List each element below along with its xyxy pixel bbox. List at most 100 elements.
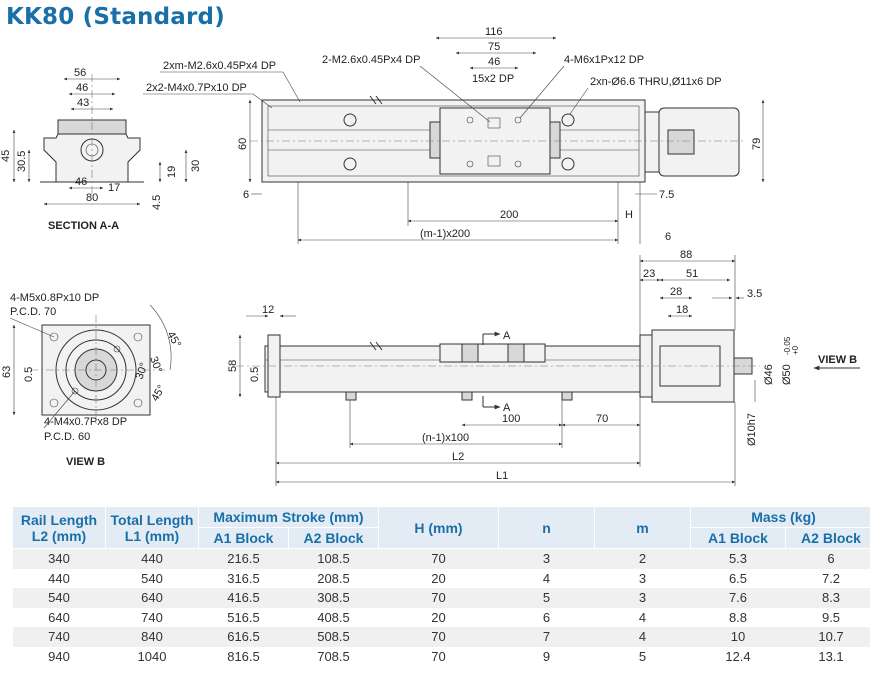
header-max-stroke: Maximum Stroke (mm) (198, 506, 379, 528)
header-h: H (mm) (378, 506, 499, 549)
dim-6a: 6 (243, 189, 249, 201)
table-cell: 70 (378, 548, 499, 569)
table-cell: 340 (12, 548, 106, 569)
note-m2-holes: 2-M2.6x0.45Px4 DP (322, 54, 420, 66)
dim-30-5: 30.5 (16, 151, 28, 172)
note-m4-holes-b: 4-M4x0.7Px8 DP (44, 416, 127, 428)
page-title: KK80 (Standard) (6, 4, 225, 30)
table-cell: 840 (105, 627, 199, 647)
front-view: VIEW B A A 88 23 51 28 3.5 18 12 58 0.5 … (227, 249, 860, 486)
table-cell: 508.5 (288, 627, 379, 647)
table-cell: 7.6 (690, 588, 786, 608)
angle-30a: 30° (147, 355, 164, 375)
dim-l1: L1 (496, 470, 508, 482)
note-m6-holes: 4-M6x1Px12 DP (564, 54, 644, 66)
dim-45: 45 (0, 150, 12, 162)
dim-30: 30 (190, 160, 202, 172)
dim-70: 70 (596, 413, 608, 425)
table-cell: 408.5 (288, 607, 379, 627)
dim-116: 116 (485, 26, 503, 38)
table-cell: 5 (594, 646, 691, 666)
table-cell: 540 (12, 588, 106, 608)
dim-m-pitch: (m-1)x200 (420, 228, 470, 240)
dim-h: H (625, 209, 633, 221)
angle-45b: 45° (149, 383, 168, 403)
table-cell: 20 (378, 607, 499, 627)
table-cell: 70 (378, 588, 499, 608)
table-cell: 8.3 (785, 588, 870, 608)
section-a-a-view: 56 46 43 45 30.5 19 30 46 17 80 4.5 SECT… (0, 67, 202, 232)
note-pcd-60: P.C.D. 60 (44, 431, 90, 443)
dim-15x2: 15x2 DP (472, 73, 514, 85)
table-cell: 416.5 (198, 588, 289, 608)
table-cell: 3 (594, 588, 691, 608)
table-cell: 70 (378, 627, 499, 647)
header-mass: Mass (kg) (689, 506, 870, 528)
dim-88: 88 (680, 249, 692, 261)
dim-46t: 46 (488, 56, 500, 68)
table-cell: 13.1 (785, 646, 870, 666)
dim-17: 17 (108, 182, 120, 194)
dim-28: 28 (670, 286, 682, 298)
table-cell: 440 (105, 548, 199, 569)
table-cell: 4 (498, 568, 595, 588)
top-view: 116 75 46 15x2 DP 2xm-M2.6x0.45Px4 DP 2x… (143, 26, 765, 244)
dim-56: 56 (74, 67, 86, 79)
note-m4-holes: 2x2-M4x0.7Px10 DP (146, 82, 247, 94)
table-cell: 708.5 (288, 646, 379, 666)
header-mass-a2: A2 Block (784, 527, 870, 549)
view-b-arrow-label: VIEW B (818, 354, 857, 366)
table-cell: 6 (498, 607, 595, 627)
dim-51: 51 (686, 268, 698, 280)
dim-200: 200 (500, 209, 518, 221)
dim-d50: Ø50 (781, 364, 793, 385)
section-marker-a-bot: A (503, 402, 511, 414)
note-pcd-70: P.C.D. 70 (10, 306, 56, 318)
table-cell: 9 (498, 646, 595, 666)
table-cell: 640 (12, 607, 106, 627)
dim-23: 23 (643, 268, 655, 280)
table-cell: 7 (498, 627, 595, 647)
table-cell: 4 (594, 627, 691, 647)
header-m: m (594, 506, 691, 549)
table-cell: 740 (12, 627, 106, 647)
table-cell: 5 (498, 588, 595, 608)
table-cell: 9.5 (785, 607, 870, 627)
dim-19: 19 (166, 166, 178, 178)
technical-drawing: 56 46 43 45 30.5 19 30 46 17 80 4.5 SECT… (0, 26, 860, 486)
header-n: n (498, 506, 595, 549)
table-cell: 540 (105, 568, 199, 588)
table-cell: 940 (12, 646, 106, 666)
table-cell: 70 (378, 646, 499, 666)
dim-46: 46 (76, 82, 88, 94)
dim-60: 60 (237, 138, 249, 150)
view-b-label: VIEW B (66, 456, 105, 468)
header-stroke-a2: A2 Block (288, 527, 379, 549)
dim-d50-tol2: +0 (791, 345, 800, 355)
dim-18: 18 (676, 304, 688, 316)
dim-100: 100 (502, 413, 520, 425)
table-cell: 2 (594, 548, 691, 569)
table-cell: 10 (690, 627, 786, 647)
dim-6b: 6 (665, 231, 671, 243)
table-cell: 316.5 (198, 568, 289, 588)
dim-12: 12 (262, 304, 274, 316)
dim-79: 79 (751, 138, 763, 150)
table-cell: 1040 (105, 646, 199, 666)
table-cell: 12.4 (690, 646, 786, 666)
section-label: SECTION A-A (48, 220, 119, 232)
table-cell: 6 (785, 548, 870, 569)
table-cell: 740 (105, 607, 199, 627)
dim-58: 58 (227, 360, 239, 372)
dim-0-5-front: 0.5 (249, 367, 261, 382)
dim-d46: Ø46 (763, 364, 775, 385)
table-cell: 3 (498, 548, 595, 569)
note-m-holes: 2xm-M2.6x0.45Px4 DP (163, 60, 276, 72)
